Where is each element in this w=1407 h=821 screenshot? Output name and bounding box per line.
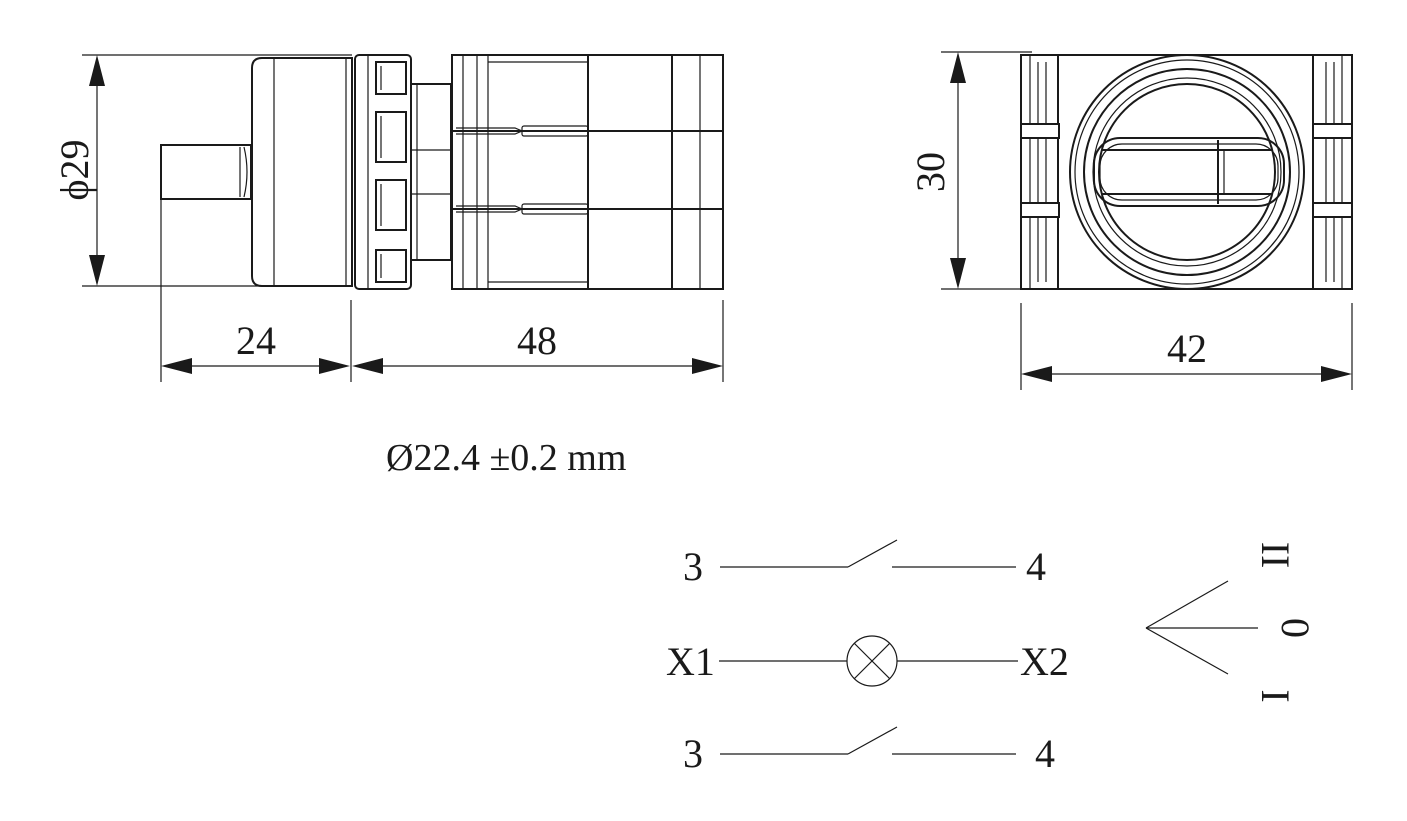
height-label: 30 (908, 152, 953, 192)
selector-handle (1093, 137, 1285, 207)
circuit-schematic: 3 4 X1 X2 3 4 (666, 539, 1069, 776)
bottom-contact-left-terminal: 3 (683, 731, 703, 776)
position-label-ii: II (1253, 542, 1298, 569)
bottom-contact (720, 726, 1016, 755)
top-contact-right-terminal: 4 (1026, 544, 1046, 589)
diameter-label: ϕ29 (52, 139, 97, 200)
shaft-length-label: 24 (236, 318, 276, 363)
right-terminal-column (1312, 55, 1353, 289)
selector-position-diagram (1145, 580, 1258, 675)
lamp-symbol (719, 635, 1018, 687)
lamp-left-terminal: X1 (666, 639, 715, 684)
diameter-dimension (82, 54, 352, 287)
front-view: 30 42 (908, 51, 1353, 390)
height-dimension (941, 51, 1032, 290)
top-contact (720, 539, 1016, 568)
width-dimension (1020, 303, 1353, 390)
mounting-hole-note: Ø22.4 ±0.2 mm (386, 437, 626, 479)
actuator-shaft (160, 144, 252, 200)
lamp-right-terminal: X2 (1020, 639, 1069, 684)
left-terminal-column (1020, 55, 1060, 289)
contact-block-body (451, 54, 724, 290)
selector-bezel (1069, 54, 1305, 290)
front-bezel (251, 57, 353, 287)
body-length-label: 48 (517, 318, 557, 363)
position-label-0: 0 (1273, 618, 1318, 638)
position-label-i: I (1253, 689, 1298, 702)
bottom-contact-right-terminal: 4 (1035, 731, 1055, 776)
side-view: ϕ29 24 48 (52, 54, 724, 382)
width-label: 42 (1167, 326, 1207, 371)
mounting-ring (354, 54, 412, 290)
length-dimensions (160, 199, 724, 382)
top-contact-left-terminal: 3 (683, 544, 703, 589)
